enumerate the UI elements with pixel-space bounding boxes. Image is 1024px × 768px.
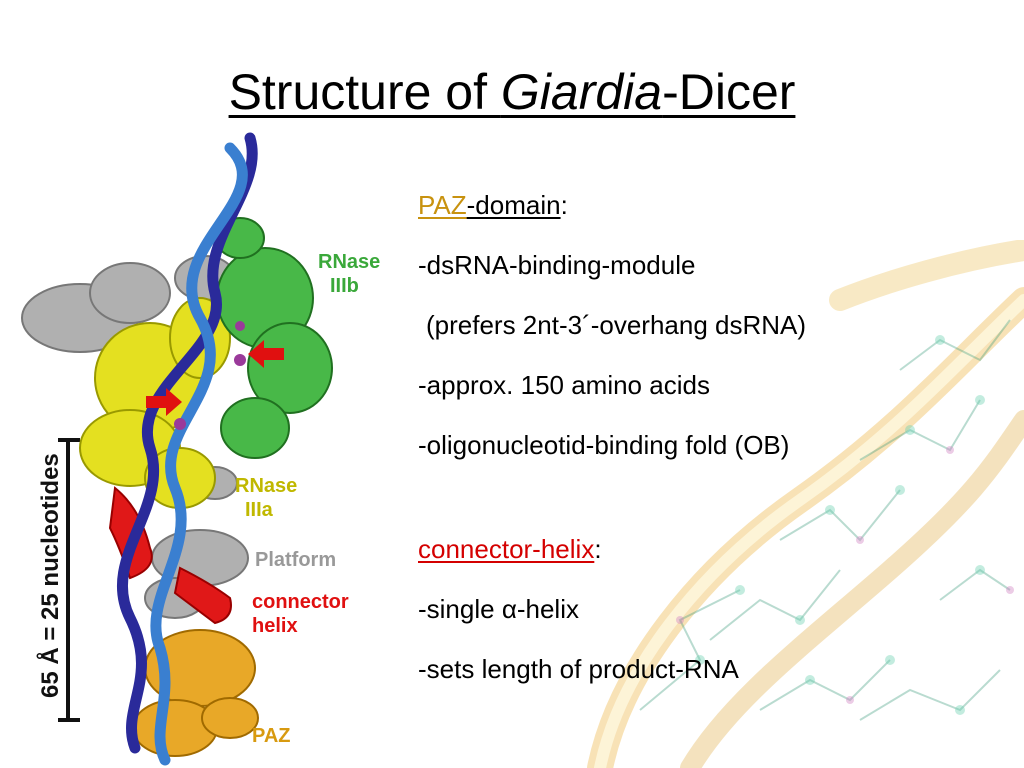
bullet-item: -single α-helix xyxy=(418,594,579,624)
slide-title: Structure of Giardia-Dicer xyxy=(0,62,1024,122)
bullet-list: PAZ-domain: -dsRNA-binding-module (prefe… xyxy=(418,175,978,699)
dicer-structure-figure: 65 Å = 25 nucleotides xyxy=(21,132,380,766)
length-scale-bar xyxy=(58,438,80,722)
bullet-item: -sets length of product-RNA xyxy=(418,654,739,684)
metal-ion-b xyxy=(234,354,246,366)
metal-ion-a xyxy=(174,418,186,430)
title-part-2: -Dicer xyxy=(662,64,796,120)
label-connector-1: connector xyxy=(252,591,349,613)
label-rnase-iiia-2: IIIa xyxy=(245,499,274,521)
active-site-arrows xyxy=(146,340,284,416)
rnase-iiib-domain xyxy=(215,217,333,459)
bullet-item: -oligonucleotid-binding fold (OB) xyxy=(418,430,790,460)
connector-heading: connector-helix: xyxy=(418,519,978,579)
bullet-item: (prefers 2nt-3´-overhang dsRNA) xyxy=(426,310,807,340)
label-paz: PAZ xyxy=(252,725,291,747)
label-rnase-iiib-2: IIIb xyxy=(330,275,359,297)
paz-heading-rest: -domain xyxy=(466,190,561,220)
bullet-item: -approx. 150 amino acids xyxy=(418,370,710,400)
paz-heading-accent: PAZ xyxy=(418,190,467,220)
background-dna-illustration xyxy=(587,240,1024,768)
rna-double-helix xyxy=(116,132,258,766)
paz-heading: PAZ-domain: xyxy=(418,175,978,235)
length-axis-label: 65 Å = 25 nucleotides xyxy=(36,453,64,698)
label-rnase-iiia-1: RNase xyxy=(235,475,297,497)
paz-domain xyxy=(132,629,259,757)
paz-heading-colon: : xyxy=(560,190,568,220)
label-connector-2: helix xyxy=(252,615,298,637)
label-rnase-iiib-1: RNase xyxy=(318,251,380,273)
title-italic: Giardia xyxy=(500,64,663,120)
label-platform: Platform xyxy=(255,549,336,571)
connector-heading-accent: connector-helix xyxy=(418,534,595,564)
metal-ion-c xyxy=(235,321,245,331)
title-part-1: Structure of xyxy=(228,64,501,120)
bullet-item: -dsRNA-binding-module xyxy=(418,250,696,280)
connector-heading-colon: : xyxy=(594,534,602,564)
